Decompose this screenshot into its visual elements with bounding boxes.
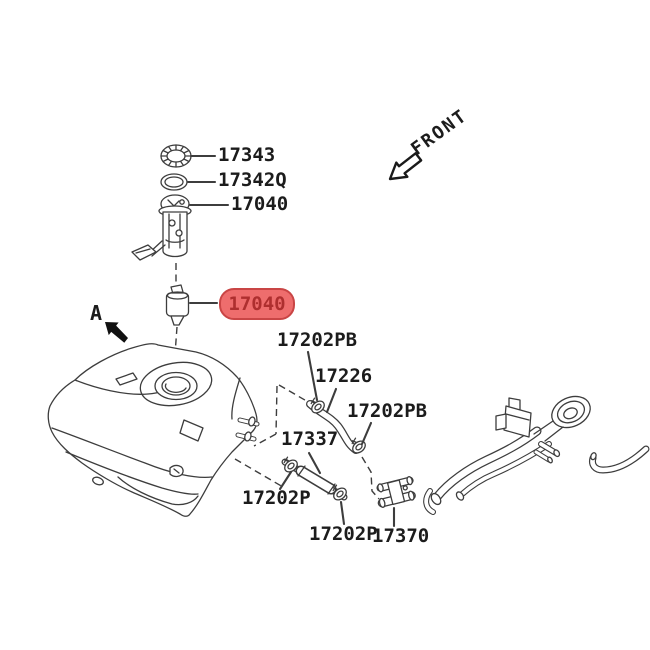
filler-neck-drawing <box>423 395 650 515</box>
dashed-connectors <box>234 384 380 500</box>
part-label-17226: 17226 <box>315 365 373 387</box>
part-label-17337: 17337 <box>281 428 339 450</box>
part-label-17370: 17370 <box>372 525 430 547</box>
view-a-arrow-icon <box>105 322 128 343</box>
part-label-17202P-mid: 17202P <box>309 523 378 545</box>
tube-drawing <box>281 456 348 501</box>
part-label-17342Q: 17342Q <box>218 169 287 191</box>
view-a-marker: A <box>90 301 103 325</box>
part-label-17343: 17343 <box>218 144 276 166</box>
pump-module-drawing <box>131 144 192 383</box>
part-label-17202PB-lower: 17202PB <box>347 400 428 422</box>
part-label-17202PB-upper: 17202PB <box>277 329 358 351</box>
front-arrow-icon <box>388 152 423 181</box>
fuel-tank-drawing <box>47 343 260 517</box>
valve-drawing <box>376 476 416 508</box>
part-label-17040: 17040 <box>231 193 289 215</box>
highlighted-part-label-17040[interactable]: 17040 <box>219 288 295 320</box>
hose-drawing <box>306 397 366 454</box>
part-label-17202P-left: 17202P <box>242 487 311 509</box>
leader-lines <box>186 154 396 528</box>
